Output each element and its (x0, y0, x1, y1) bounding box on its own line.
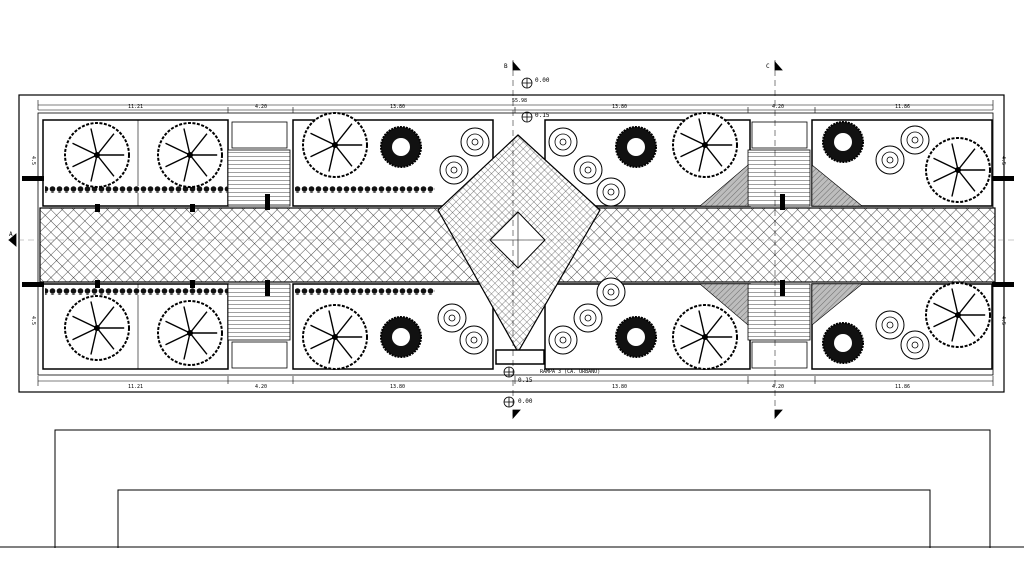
shrub-icon (822, 322, 864, 364)
shrub-group (380, 121, 864, 364)
tree-canopy-icon (302, 112, 368, 178)
side-tag-3: 4.5 (1000, 156, 1006, 165)
level-top-inner: 0.15 (535, 112, 550, 119)
tree-canopy-icon (302, 304, 368, 370)
section-marker-top: B (504, 63, 508, 70)
side-tag-2: 4.5 (30, 316, 36, 325)
bottom-dim-4: 13.80 (612, 384, 627, 390)
outer-frame (18, 94, 1005, 393)
level-bottom: 0.00 (518, 398, 533, 405)
stairs (227, 121, 811, 369)
section-marker-left: A (9, 231, 13, 238)
bottom-dimension-line (37, 376, 994, 386)
bottom-dim-2: 4.20 (255, 384, 267, 390)
level-marker-icon (503, 77, 533, 408)
ornamental-plant-icon (596, 277, 626, 307)
plaza-entry-bottom (495, 349, 545, 365)
ornamental-plant-icon (573, 303, 603, 333)
side-tag-4: 4.5 (1000, 316, 1006, 325)
ramp-note: RAMPA 3 (CA. URBANO) (540, 369, 600, 375)
ornamental-plant-icon (439, 155, 469, 185)
top-dim-6: 11.86 (895, 104, 910, 110)
tree-canopy-icon (64, 122, 130, 188)
tree-canopy-icon (925, 137, 991, 203)
bottom-dim-3: 13.80 (390, 384, 405, 390)
ornamental-plant-icon (875, 145, 905, 175)
ornamental-plant-icon (460, 127, 490, 157)
tree-canopy-icon (672, 112, 738, 178)
top-dim-1: 11.21 (128, 104, 143, 110)
shrub-icon (615, 316, 657, 358)
tree-canopy-icon (157, 122, 223, 188)
bottom-dim-1: 11.21 (128, 384, 143, 390)
shrub-icon (380, 126, 422, 168)
bottom-dim-5: 4.20 (772, 384, 784, 390)
top-dim-2: 4.20 (255, 104, 267, 110)
ornamental-plant-icon (875, 310, 905, 340)
shrub-icon (822, 121, 864, 163)
shrub-icon (615, 126, 657, 168)
ornamental-plant-icon (900, 125, 930, 155)
ornamental-plant-icon (596, 177, 626, 207)
ornamental-plant-icon (900, 330, 930, 360)
ornamental-plant-icon (548, 127, 578, 157)
level-top: 0.00 (535, 77, 550, 84)
lower-building-outline (0, 429, 1024, 548)
ornamental-plant-icon (437, 303, 467, 333)
top-dim-4: 13.80 (612, 104, 627, 110)
walkway-posts (22, 176, 1014, 296)
overall-dim-top: 55.98 (512, 98, 527, 104)
side-tag-1: 4.5 (30, 156, 36, 165)
ornamental-plant-icon (548, 325, 578, 355)
shrub-icon (380, 316, 422, 358)
bottom-dim-6: 11.86 (895, 384, 910, 390)
side-ramps (699, 164, 863, 326)
tree-canopy-icon (64, 295, 130, 361)
section-marker-right: C (766, 63, 770, 70)
level-bottom-inner: 0.15 (518, 377, 533, 384)
section-arrow-icon (8, 60, 1018, 420)
tree-canopy-group (64, 112, 991, 370)
top-dim-5: 4.20 (772, 104, 784, 110)
ornamental-plant-icon (459, 325, 489, 355)
ornamental-plant-icon (573, 155, 603, 185)
tree-canopy-icon (672, 304, 738, 370)
top-dimension-line (37, 100, 994, 113)
hedge-rows (45, 186, 435, 295)
tree-canopy-icon (925, 282, 991, 348)
tree-canopy-icon (157, 300, 223, 366)
top-dim-3: 13.80 (390, 104, 405, 110)
ornamental-plant-group (437, 125, 930, 360)
